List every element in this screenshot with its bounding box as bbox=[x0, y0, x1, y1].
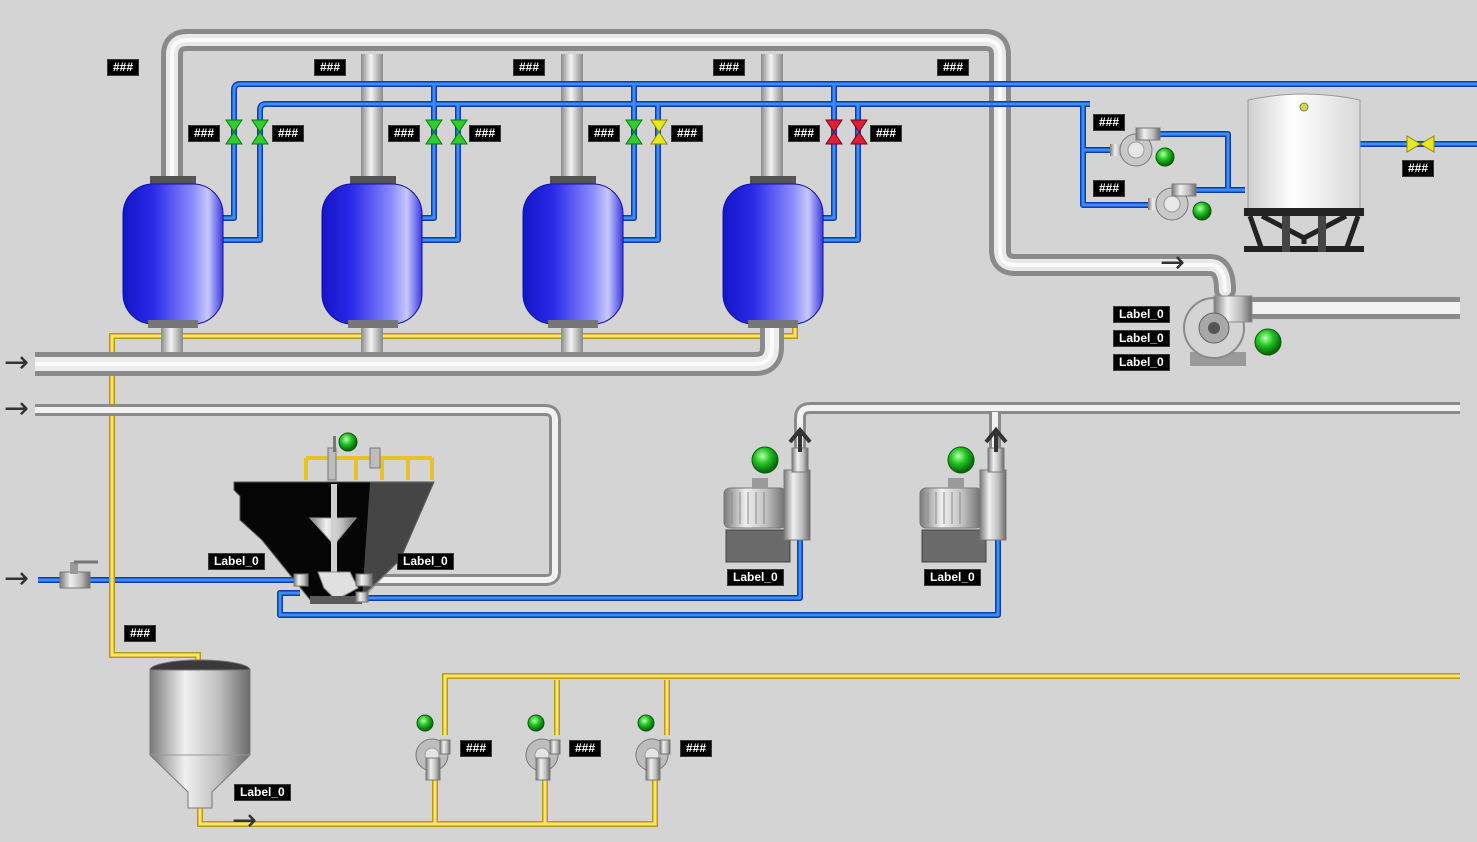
blower-label-1: Label_0 bbox=[1113, 306, 1170, 323]
valve-filter-2-inlet[interactable] bbox=[425, 119, 443, 145]
clarifier-status-light bbox=[338, 432, 358, 452]
dosing-pump-3-status-light bbox=[637, 714, 655, 732]
hopper-flow-arrow: → bbox=[232, 803, 258, 838]
storage-valve-value: ### bbox=[1402, 160, 1435, 177]
dosing-pump-2-value: ### bbox=[569, 740, 602, 757]
valve-filter-1-outlet[interactable] bbox=[251, 119, 269, 145]
motor-2-flow-arrow bbox=[984, 426, 1008, 452]
filter-tank-2[interactable] bbox=[321, 176, 423, 328]
valve-filter-3-outlet[interactable] bbox=[650, 119, 668, 145]
grey-process-pipes bbox=[35, 297, 1460, 586]
motor-pump-1[interactable] bbox=[723, 447, 811, 563]
filter-valves bbox=[225, 119, 1435, 153]
valve-filter-4-outlet[interactable] bbox=[850, 119, 868, 145]
header-value-1: ### bbox=[107, 59, 140, 76]
inlet-arrow-1: → bbox=[4, 345, 30, 380]
valve-storage-outlet[interactable] bbox=[1406, 135, 1435, 153]
storage-pump-1-status-light bbox=[1155, 147, 1175, 167]
chemical-lines bbox=[109, 322, 1460, 827]
blower-label-2: Label_0 bbox=[1113, 330, 1170, 347]
chemical-hopper[interactable] bbox=[149, 659, 251, 809]
dosing-pump-2[interactable] bbox=[525, 738, 561, 781]
storage-pump-1-value: ### bbox=[1093, 114, 1126, 131]
header-value-2: ### bbox=[314, 59, 347, 76]
valve-filter-1-inlet[interactable] bbox=[225, 119, 243, 145]
motor-2-label: Label_0 bbox=[924, 569, 981, 586]
header-value-4: ### bbox=[713, 59, 746, 76]
blower-label-3: Label_0 bbox=[1113, 354, 1170, 371]
storage-pump-2-status-light bbox=[1192, 201, 1212, 221]
motor-2-status-light bbox=[947, 446, 975, 474]
storage-pump-1[interactable] bbox=[1110, 127, 1161, 167]
clarifier[interactable] bbox=[233, 436, 435, 604]
dosing-pump-1-status-light bbox=[416, 714, 434, 732]
motor-1-flow-arrow bbox=[788, 426, 812, 452]
clarifier-left-label: Label_0 bbox=[208, 553, 265, 570]
storage-pump-2[interactable] bbox=[1148, 183, 1197, 221]
filter-4-inlet-value: ### bbox=[788, 125, 821, 142]
blower[interactable] bbox=[1183, 295, 1253, 366]
header-flow-arrow: → bbox=[1160, 245, 1186, 280]
motor-1-status-light bbox=[751, 446, 779, 474]
storage-tank[interactable] bbox=[1244, 93, 1364, 252]
filter-3-inlet-value: ### bbox=[588, 125, 621, 142]
valve-filter-4-inlet[interactable] bbox=[825, 119, 843, 145]
motor-1-label: Label_0 bbox=[727, 569, 784, 586]
filter-2-inlet-value: ### bbox=[388, 125, 421, 142]
motor-pump-2[interactable] bbox=[919, 447, 1007, 563]
blower-status-light bbox=[1254, 328, 1282, 356]
filter-tank-4[interactable] bbox=[722, 176, 824, 328]
inlet-arrow-3: → bbox=[4, 561, 30, 596]
header-value-5: ### bbox=[937, 59, 970, 76]
filter-1-outlet-value: ### bbox=[272, 125, 305, 142]
header-value-3: ### bbox=[513, 59, 546, 76]
filter-tank-3[interactable] bbox=[522, 176, 624, 328]
filter-4-outlet-value: ### bbox=[870, 125, 903, 142]
dosing-pump-3[interactable] bbox=[635, 738, 671, 781]
storage-pump-2-value: ### bbox=[1093, 180, 1126, 197]
dosing-pump-1-value: ### bbox=[460, 740, 493, 757]
hopper-level-value: ### bbox=[124, 625, 157, 642]
dosing-pump-2-status-light bbox=[527, 714, 545, 732]
dosing-pump-1[interactable] bbox=[415, 738, 451, 781]
filter-2-outlet-value: ### bbox=[469, 125, 502, 142]
hopper-label: Label_0 bbox=[234, 784, 291, 801]
filter-3-outlet-value: ### bbox=[671, 125, 704, 142]
inlet-arrow-2: → bbox=[4, 391, 30, 426]
main-header-pipe bbox=[161, 29, 1236, 301]
dosing-pump-3-value: ### bbox=[680, 740, 713, 757]
filter-tank-1[interactable] bbox=[122, 176, 224, 328]
inlet-gate-valve[interactable] bbox=[59, 560, 98, 589]
valve-filter-3-inlet[interactable] bbox=[625, 119, 643, 145]
clarifier-right-label: Label_0 bbox=[397, 553, 454, 570]
filter-1-inlet-value: ### bbox=[188, 125, 221, 142]
valve-filter-2-outlet[interactable] bbox=[450, 119, 468, 145]
